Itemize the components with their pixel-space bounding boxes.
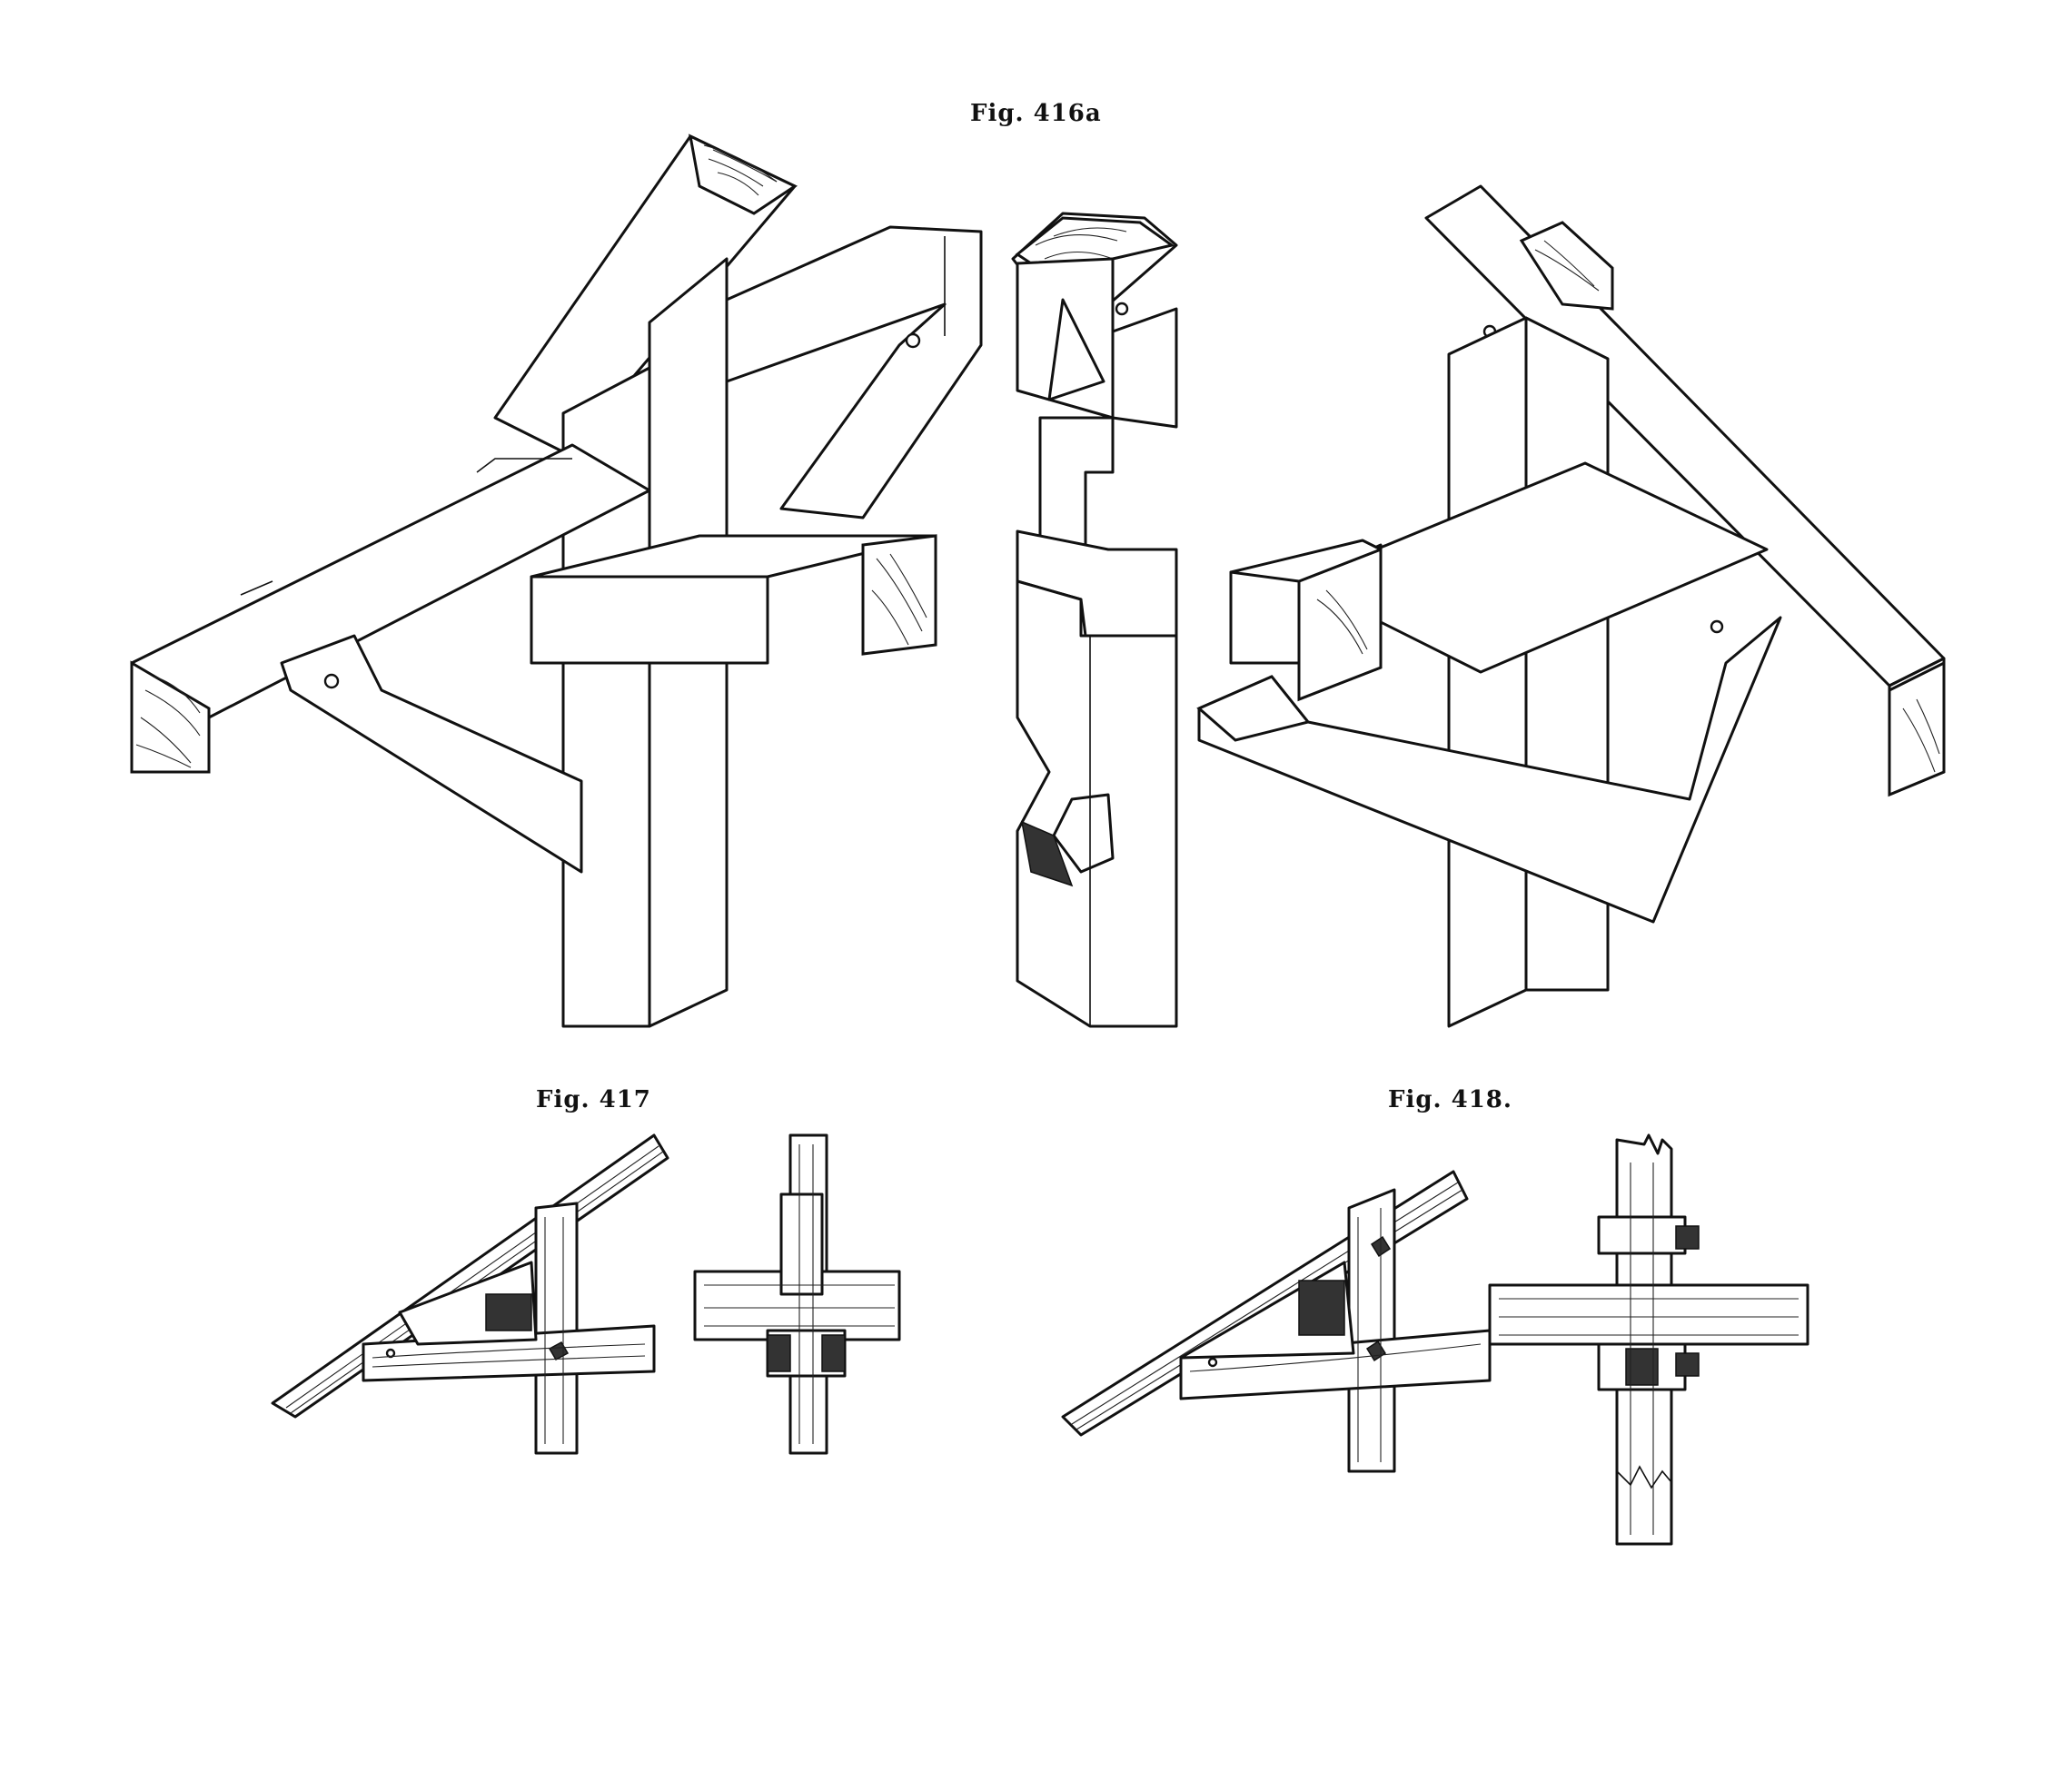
beam-417-front [693,1270,901,1341]
brace-block-shade [485,1293,532,1331]
peg-hole [905,332,921,349]
peg-hole [323,673,340,689]
post-right [1447,316,1528,1028]
notch-shading [1021,820,1074,887]
peg-hole [1115,302,1129,316]
fig-417-front-view [693,1133,901,1455]
post-notch [1052,793,1115,874]
post-417 [534,1202,579,1455]
figure-caption-418: Fig. 418. [1388,1086,1512,1113]
beam-418 [1179,1329,1492,1400]
post-tenon [1047,298,1105,401]
brace-back [725,225,983,519]
peg-hole [1710,619,1724,634]
figure-caption-416a: Fig. 416a [970,100,1102,127]
post-shoulder [1111,307,1178,429]
clamp-upper [1597,1215,1687,1255]
horizontal-beam-end-grain [861,534,937,656]
cross-beam [1297,461,1769,674]
brace-end-grain [1196,675,1311,742]
tie-beam-right-body [1229,570,1301,665]
fig-416a-right-joint [1196,184,1946,1028]
fig-416a-post-detail [1011,212,1178,1028]
purlin-end-grain [1519,221,1614,311]
fig-416a-left-joint [130,134,983,1028]
rafter-right-end-grain [1888,660,1946,797]
beam-418-front [1488,1283,1809,1346]
broken-end [1616,1465,1672,1489]
horizontal-beam-side [530,575,769,665]
figure-caption-417: Fig. 417 [536,1086,651,1113]
cleat-upper [779,1192,824,1296]
knee-brace [280,634,583,874]
fig-417-side-view [271,1133,669,1455]
brace-block-shade [1298,1280,1345,1336]
post-middle [1038,416,1115,556]
fig-418-front-view [1488,1133,1809,1546]
post-418 [1347,1188,1396,1473]
fig-418-side-view [1061,1170,1492,1473]
